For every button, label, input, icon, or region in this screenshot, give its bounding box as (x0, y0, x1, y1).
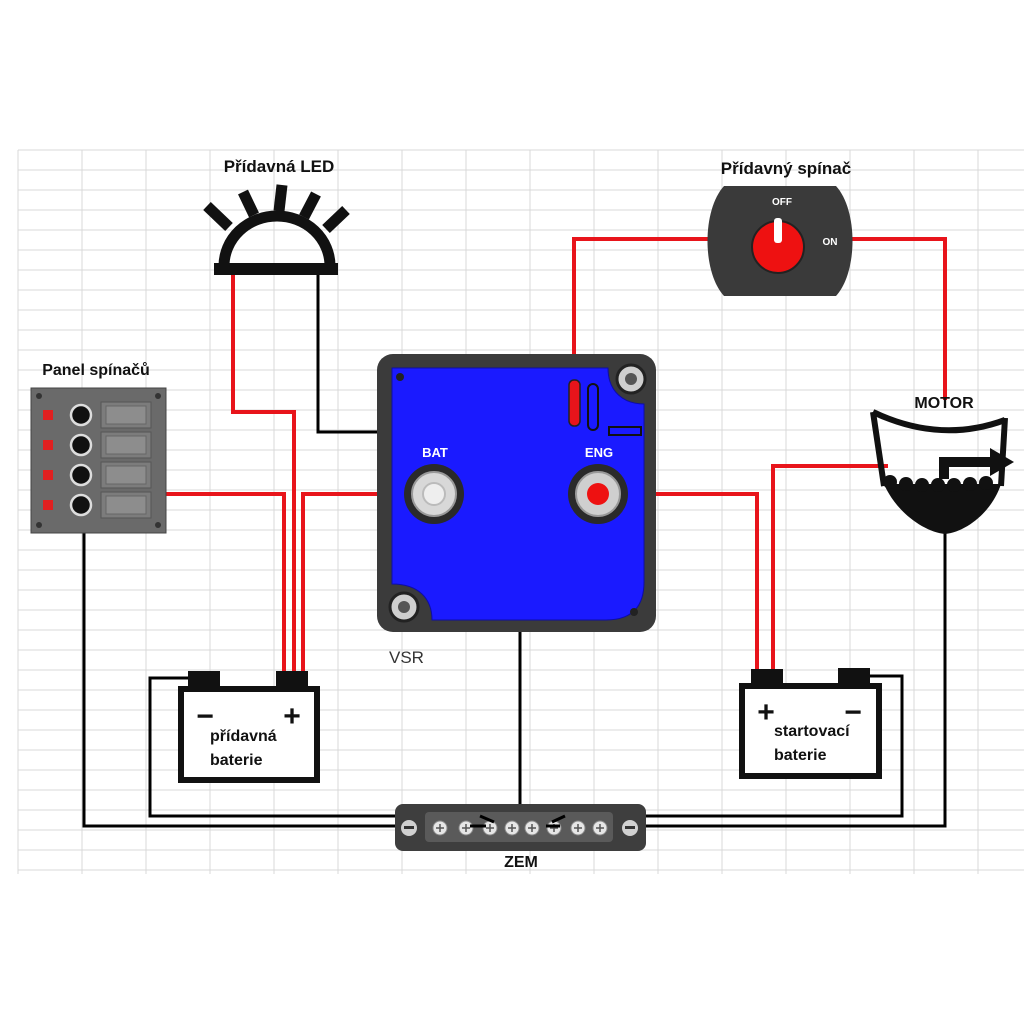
busbar-screw-icon (570, 820, 586, 836)
grid-background (0, 149, 1024, 874)
wire-motor-positive (771, 464, 888, 672)
start-battery-icon: + − startovací baterie (739, 668, 882, 779)
busbar-screw-icon (482, 820, 498, 836)
panel-label: Panel spínačů (42, 362, 150, 379)
wire-led-positive (231, 272, 296, 672)
busbar-screw-icon (524, 820, 540, 836)
wire-panel-ground (82, 528, 470, 828)
indicator-light-icon (43, 440, 53, 450)
fuse-icon (69, 493, 93, 517)
indicator-light-icon (43, 470, 53, 480)
wire-panel-positive (165, 492, 286, 672)
indicator-light-icon (43, 410, 53, 420)
aux-battery-minus: − (196, 700, 214, 733)
indicator-light-icon (43, 500, 53, 510)
start-battery-minus: − (844, 696, 862, 729)
wire-aux-battery-ground (148, 676, 480, 818)
busbar-wire-ends (470, 814, 566, 828)
aux-battery-label-2: baterie (210, 752, 263, 769)
led-lamp-icon (203, 184, 350, 275)
vsr-bat-label: BAT (422, 445, 448, 460)
vsr-relay-icon (377, 354, 656, 632)
rotary-switch-icon[interactable]: OFF ON (707, 186, 853, 296)
busbar-screw-icon (546, 820, 562, 836)
led-label: Přídavná LED (224, 157, 335, 176)
busbar-screw-icon (592, 820, 608, 836)
switch-off-label: OFF (772, 197, 792, 208)
vsr-eng-label: ENG (585, 445, 613, 460)
ground-label: ZEM (504, 854, 538, 871)
fuse-icon (69, 433, 93, 457)
outboard-motor-icon (870, 409, 1014, 534)
start-battery-label-2: baterie (774, 747, 827, 764)
start-battery-label-1: startovací (774, 723, 850, 740)
aux-battery-icon: − + přídavná baterie (178, 671, 320, 783)
panel-switch-row[interactable] (43, 431, 152, 459)
panel-switch-row[interactable] (43, 491, 152, 519)
motor-label: MOTOR (914, 395, 974, 412)
panel-switch-row[interactable] (43, 461, 152, 489)
busbar-screw-icon (432, 820, 448, 836)
wire-switch-to-motor (850, 237, 947, 400)
busbar-screw-icon (504, 820, 520, 836)
wire-motor-ground (560, 532, 947, 828)
busbar-screw-icon (458, 820, 474, 836)
start-battery-plus: + (757, 696, 775, 729)
fuse-icon (69, 463, 93, 487)
switch-on-label: ON (823, 237, 838, 248)
switch-panel-icon[interactable] (30, 387, 167, 534)
fuse-icon (69, 403, 93, 427)
aux-battery-plus: + (283, 700, 301, 733)
panel-switch-row[interactable] (43, 401, 152, 429)
ground-busbar-icon (395, 804, 646, 851)
switch-label: Přídavný spínač (721, 159, 851, 178)
wire-start-battery-ground (565, 674, 904, 818)
vsr-label: VSR (389, 648, 424, 667)
aux-battery-label-1: přídavná (210, 728, 277, 745)
wire-switch-to-vsr (572, 237, 712, 388)
